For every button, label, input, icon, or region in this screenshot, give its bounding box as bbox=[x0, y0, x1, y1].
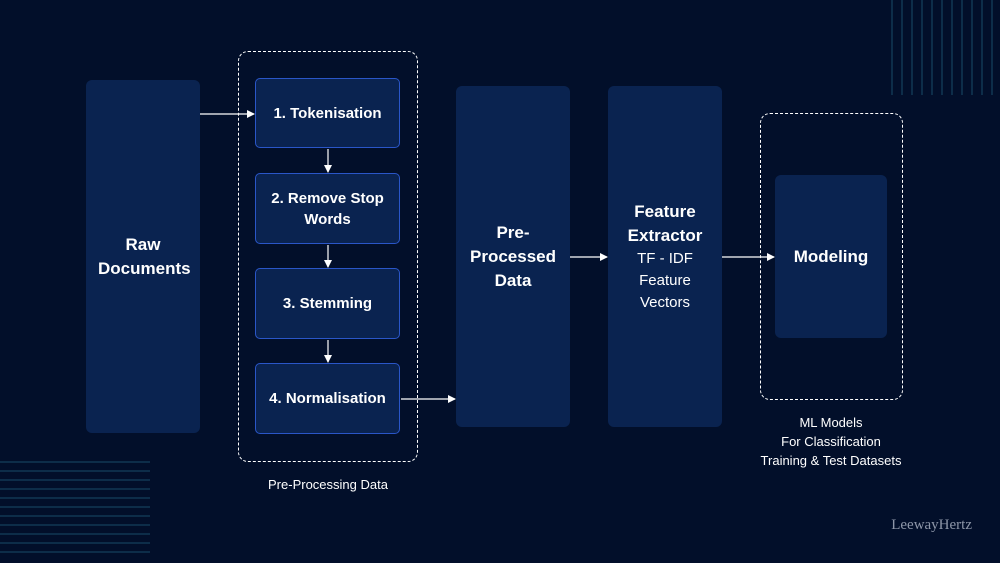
modeling-label: Modeling bbox=[793, 246, 869, 266]
ml-models-line: For Classification bbox=[781, 434, 881, 449]
ml-models-line: ML Models bbox=[799, 415, 863, 430]
step-label: 4. Normalisation bbox=[269, 390, 386, 407]
preprocessed-data-label: Pre-Processed Data bbox=[470, 222, 556, 290]
step-stemming: 3. Stemming bbox=[255, 268, 400, 339]
step-label: 1. Tokenisation bbox=[273, 104, 382, 122]
ml-models-caption: ML Models For Classification Training & … bbox=[731, 413, 931, 470]
step-tokenisation: 1. Tokenisation bbox=[255, 78, 400, 148]
step-normalisation: 4. Normalisation bbox=[255, 363, 400, 434]
raw-documents-label: Raw Documents bbox=[98, 234, 191, 278]
step-label: 2. Remove Stop Words bbox=[271, 189, 384, 228]
modeling-block: Modeling bbox=[775, 175, 887, 338]
feature-extractor-title: Feature Extractor bbox=[627, 201, 703, 245]
raw-documents-block: Raw Documents bbox=[86, 80, 200, 433]
preprocessing-container bbox=[238, 51, 418, 462]
leewayhertz-watermark: LeewayHertz bbox=[891, 517, 972, 533]
step-remove-stop-words: 2. Remove Stop Words bbox=[255, 173, 400, 244]
feature-extractor-block: Feature Extractor TF - IDF Feature Vecto… bbox=[608, 86, 722, 427]
step-label: 3. Stemming bbox=[282, 295, 373, 312]
preprocessed-data-block: Pre-Processed Data bbox=[456, 86, 570, 427]
ml-models-line: Training & Test Datasets bbox=[760, 453, 902, 468]
feature-extractor-detail: TF - IDF Feature Vectors bbox=[637, 249, 693, 311]
preprocessing-caption: Pre-Processing Data bbox=[268, 477, 388, 492]
